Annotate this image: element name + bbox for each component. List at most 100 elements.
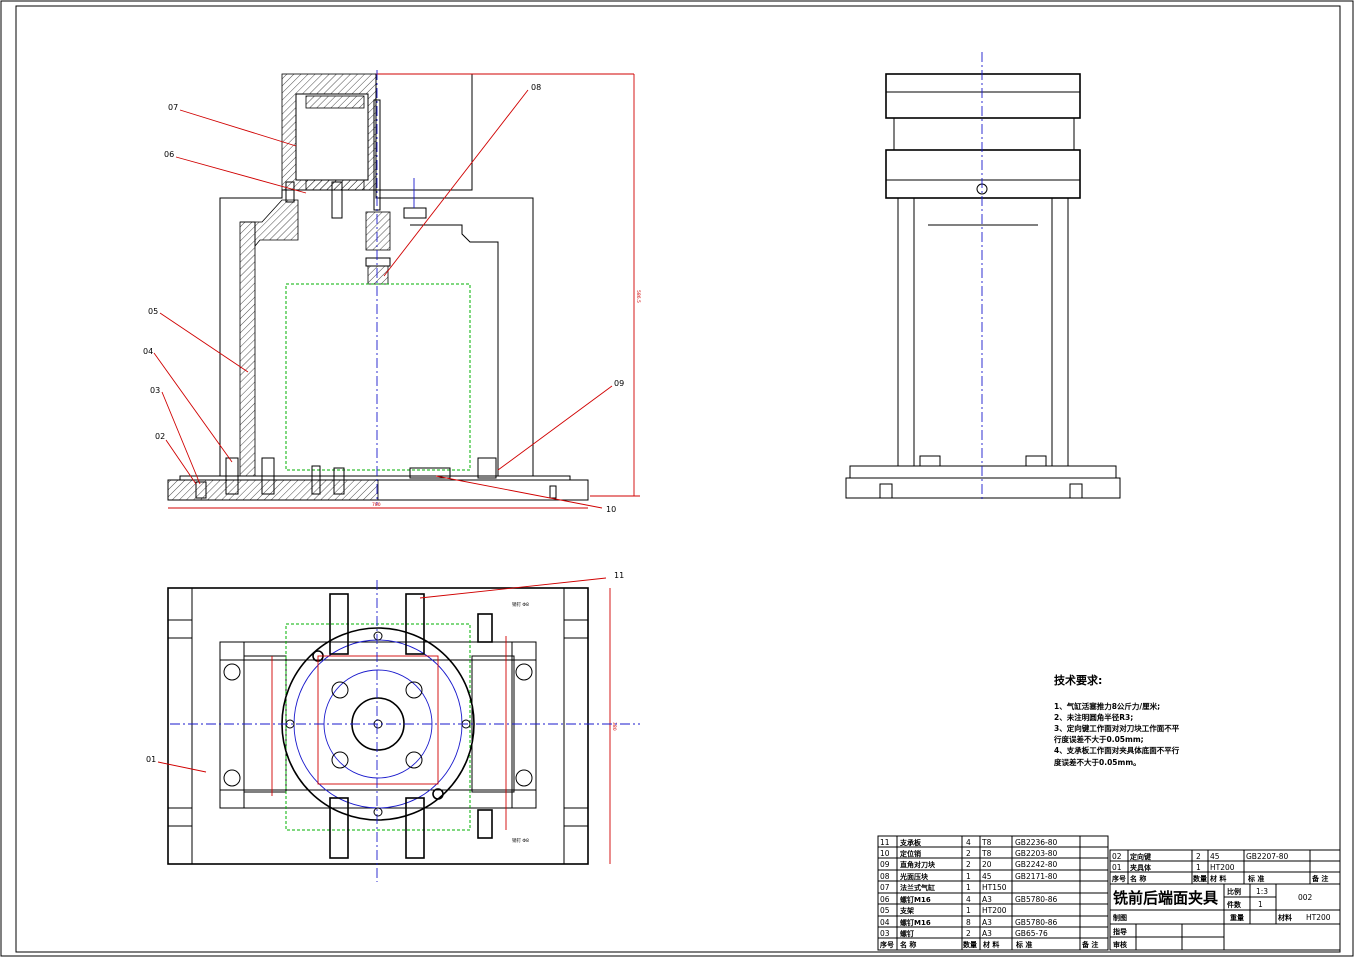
part-name: 夹具体 bbox=[1130, 863, 1152, 872]
label-08: 08 bbox=[531, 83, 541, 92]
part-qty: 2 bbox=[1196, 852, 1201, 861]
part-no: 08 bbox=[880, 872, 890, 881]
part-material: HT200 bbox=[1210, 863, 1235, 872]
requirement-line: 1、气缸活塞推力8公斤力/厘米; bbox=[1054, 701, 1160, 711]
label-05: 05 bbox=[148, 307, 158, 316]
scale-label: 比例 bbox=[1227, 887, 1241, 896]
part-material: T8 bbox=[981, 849, 992, 858]
part-name: 螺钉M16 bbox=[900, 918, 931, 927]
draw-label: 制图 bbox=[1113, 913, 1127, 922]
part-no: 01 bbox=[1112, 863, 1122, 872]
part-qty: 1 bbox=[1196, 863, 1201, 872]
width-dimension: 780 bbox=[372, 502, 381, 508]
part-standard: GB2242-80 bbox=[1015, 860, 1058, 869]
material-label: 材料 bbox=[1277, 913, 1292, 922]
requirement-line: 4、支承板工作面对夹具体底面不平行 bbox=[1054, 745, 1180, 755]
part-qty: 2 bbox=[966, 860, 971, 869]
header-remark: 备 注 bbox=[1081, 940, 1098, 949]
part-material: A3 bbox=[982, 918, 992, 927]
part-name: 支承板 bbox=[899, 838, 922, 847]
part-no: 03 bbox=[880, 929, 890, 938]
part-name: 螺钉 bbox=[900, 929, 914, 938]
label-03: 03 bbox=[150, 386, 160, 395]
header-name-right: 名 称 bbox=[1130, 874, 1146, 883]
label-09: 09 bbox=[614, 379, 624, 388]
part-qty: 1 bbox=[966, 906, 971, 915]
label-01: 01 bbox=[146, 755, 156, 764]
part-name: 光面压块 bbox=[899, 872, 929, 881]
label-10: 10 bbox=[606, 505, 616, 514]
part-name: 定向键 bbox=[1130, 852, 1151, 861]
label-02: 02 bbox=[155, 432, 165, 441]
part-material: T8 bbox=[981, 838, 992, 847]
drawing-title: 铣前后端面夹具 bbox=[1113, 889, 1218, 907]
part-material: A3 bbox=[982, 895, 992, 904]
weight-label: 重量 bbox=[1230, 913, 1244, 922]
part-qty: 1 bbox=[966, 883, 971, 892]
label-04: 04 bbox=[143, 347, 153, 356]
header-qty: 数量 bbox=[963, 940, 977, 949]
part-standard: GB65-76 bbox=[1015, 929, 1048, 938]
requirement-line: 2、未注明圆角半径R3; bbox=[1054, 712, 1133, 722]
part-material: A3 bbox=[982, 929, 992, 938]
part-material: 45 bbox=[1210, 852, 1220, 861]
part-qty: 8 bbox=[966, 918, 971, 927]
part-name: 支架 bbox=[899, 906, 914, 915]
header-mat-right: 材 料 bbox=[1209, 874, 1226, 883]
side-view bbox=[845, 52, 1121, 500]
label-06: 06 bbox=[164, 150, 174, 159]
part-no: 10 bbox=[880, 849, 890, 858]
part-qty: 2 bbox=[966, 849, 971, 858]
part-no: 04 bbox=[880, 918, 890, 927]
label-07: 07 bbox=[168, 103, 178, 112]
top-view: 380 销钉 Φ8 销钉 Φ8 bbox=[157, 577, 640, 882]
part-material: 20 bbox=[982, 860, 992, 869]
header-mat: 材 料 bbox=[982, 940, 999, 949]
part-material: HT150 bbox=[982, 883, 1007, 892]
part-no: 05 bbox=[880, 906, 890, 915]
part-standard: GB2171-80 bbox=[1015, 872, 1058, 881]
part-material: HT200 bbox=[982, 906, 1007, 915]
part-name: 定位销 bbox=[900, 849, 921, 858]
part-standard: GB2207-80 bbox=[1246, 852, 1289, 861]
drawing-number: 002 bbox=[1298, 893, 1313, 902]
count-label: 件数 bbox=[1227, 900, 1242, 909]
review-label: 审核 bbox=[1113, 940, 1127, 949]
header-no-right: 序号 bbox=[1111, 874, 1126, 883]
header-std: 标 准 bbox=[1015, 940, 1032, 949]
part-no: 07 bbox=[880, 883, 890, 892]
technical-requirements: 技术要求: 1、气缸活塞推力8公斤力/厘米; 2、未注明圆角半径R3; 3、定向… bbox=[1053, 673, 1180, 767]
count-value: 1 bbox=[1258, 900, 1263, 909]
scale-value: 1:3 bbox=[1256, 887, 1268, 896]
part-qty: 2 bbox=[966, 929, 971, 938]
part-qty: 4 bbox=[966, 838, 971, 847]
header-name: 名 称 bbox=[900, 940, 916, 949]
part-name: 直角对刀块 bbox=[900, 860, 936, 869]
part-standard: GB2236-80 bbox=[1015, 838, 1058, 847]
part-material: 45 bbox=[982, 872, 992, 881]
pin-note-2: 销钉 Φ8 bbox=[512, 837, 529, 844]
part-no: 06 bbox=[880, 895, 890, 904]
part-labels: 07 06 05 04 03 02 08 09 10 11 01 bbox=[143, 83, 624, 764]
height-dimension: 586.5 bbox=[635, 290, 641, 303]
requirement-line: 度误差不大于0.05mm。 bbox=[1054, 757, 1141, 767]
part-standard: GB5780-86 bbox=[1015, 895, 1058, 904]
front-view: 780 586.5 bbox=[153, 70, 641, 509]
part-no: 09 bbox=[880, 860, 890, 869]
requirement-line: 行度误差不大于0.05mm; bbox=[1053, 734, 1144, 744]
part-name: 法兰式气缸 bbox=[900, 883, 935, 892]
material-value: HT200 bbox=[1306, 913, 1331, 922]
header-remark-right: 备 注 bbox=[1311, 874, 1328, 883]
part-standard: GB5780-86 bbox=[1015, 918, 1058, 927]
requirement-line: 3、定向键工作面对对刀块工作面不平 bbox=[1054, 723, 1180, 733]
header-std-right: 标 准 bbox=[1247, 874, 1264, 883]
side-dimension: 380 bbox=[611, 722, 617, 731]
part-no: 11 bbox=[880, 838, 890, 847]
part-qty: 4 bbox=[966, 895, 971, 904]
pin-note-1: 销钉 Φ8 bbox=[512, 601, 529, 608]
header-no: 序号 bbox=[879, 940, 894, 949]
part-qty: 1 bbox=[966, 872, 971, 881]
